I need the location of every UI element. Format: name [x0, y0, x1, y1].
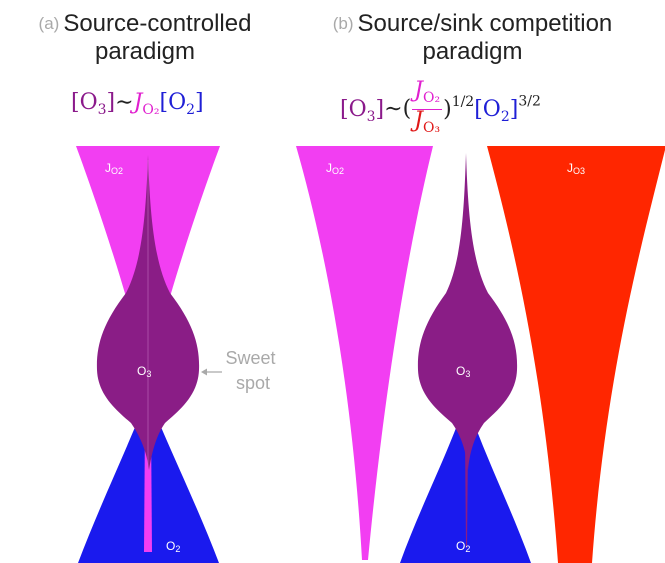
panel-b-o3-label: O3	[456, 364, 470, 379]
formula-b-numerator: JO₂	[412, 80, 443, 110]
panel-b-title-line2: paradigm	[422, 38, 523, 65]
panel-b-jo3-region	[487, 146, 665, 563]
formula-a-j: JO₂	[133, 90, 160, 118]
panel-b-o2-label: O2	[456, 539, 470, 554]
formula-b-denominator: JO₃	[414, 108, 441, 137]
sweet-spot-arrow-head	[201, 368, 207, 376]
panel-b-o3-stem	[465, 440, 468, 548]
panel-a-title-line1: Source-controlled	[63, 10, 252, 37]
formula-b-exp1: )1/2	[443, 93, 475, 122]
panel-b-jo2-label: JO2	[326, 161, 344, 176]
panel-b-o3-region	[417, 153, 518, 470]
panel-b-title-line1: Source/sink competition	[357, 10, 613, 37]
formula-a-o3: [O3]	[71, 90, 116, 118]
formula-a-tilde: ∼	[115, 90, 134, 115]
panel-b-jo2-region	[296, 146, 433, 560]
panel-a-letter: (a)	[38, 14, 60, 33]
panel-a-title-line2: paradigm	[94, 38, 196, 65]
panel-a-title: (a)Source-controlled paradigm	[0, 10, 290, 66]
formula-a-o2: [O2]	[159, 90, 204, 118]
panel-b-title: (b)Source/sink competition paradigm	[280, 10, 665, 66]
panel-a-jo2-label: JO2	[105, 161, 123, 176]
formula-b-o3: [O3]	[340, 96, 385, 125]
panel-b-letter: (b)	[332, 14, 354, 33]
panel-a-o3-label: O3	[137, 364, 151, 379]
panel-a-o2-label: O2	[166, 539, 180, 554]
panel-a-formula: [O3]∼JO₂[O2]	[71, 90, 204, 118]
formula-b-tilde: ∼(	[384, 96, 412, 122]
formula-b-o2: [O2]	[474, 96, 519, 125]
panel-b-jo3-label: JO3	[567, 161, 585, 176]
sweet-spot-annotation: Sweet spot	[225, 348, 280, 393]
formula-b-exp2: 3/2	[518, 93, 541, 110]
